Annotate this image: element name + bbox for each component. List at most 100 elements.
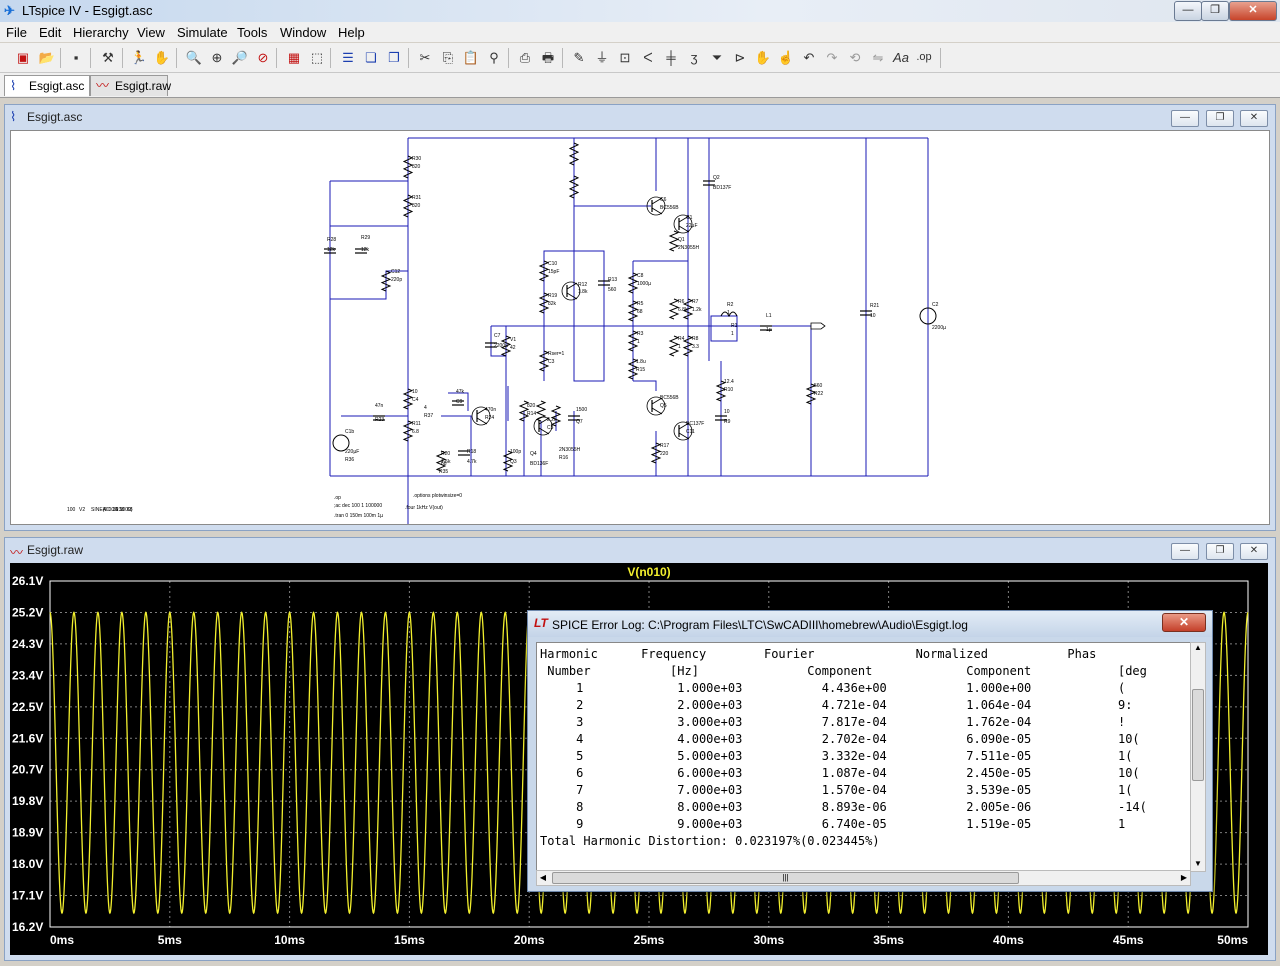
component-label: 1: [727, 310, 730, 316]
scroll-right-icon[interactable]: ▶: [1180, 873, 1188, 882]
print-icon[interactable]: 🖶: [541, 50, 555, 65]
zoom-in-icon[interactable]: 🔍: [185, 50, 203, 65]
ground-icon[interactable]: ⏚: [595, 50, 609, 65]
wire-icon[interactable]: ✎: [573, 50, 585, 65]
component-label: C7: [494, 333, 501, 339]
vertical-scroll-thumb[interactable]: [1192, 689, 1204, 781]
waveform-close-button[interactable]: ✕: [1240, 543, 1268, 560]
resistor-symbol: [568, 142, 580, 166]
zoom-fit-icon[interactable]: ⬚: [310, 50, 324, 65]
wire: [490, 326, 506, 357]
component-label: 68: [637, 309, 643, 315]
open-icon[interactable]: 📂: [38, 50, 56, 65]
y-tick-label: 18.0V: [12, 857, 43, 871]
resistor-icon[interactable]: ᐸ: [643, 50, 653, 65]
rotate-icon[interactable]: ⟲: [849, 50, 861, 65]
cascade-icon[interactable]: ❐: [388, 50, 400, 65]
menu-file[interactable]: File: [6, 25, 27, 40]
redo-icon[interactable]: ↷: [826, 50, 838, 65]
transistor-symbol: [651, 407, 663, 415]
wire: [633, 380, 657, 391]
waveform-icon: 〰: [10, 545, 24, 560]
component-label: 12k: [327, 247, 336, 253]
waveform-minimize-button[interactable]: —: [1171, 543, 1199, 560]
schematic-restore-button[interactable]: ❐: [1206, 110, 1234, 127]
copy-icon[interactable]: ⎘: [442, 50, 454, 65]
menu-hierarchy[interactable]: Hierarchy: [73, 25, 129, 40]
tile-vertical-icon[interactable]: ❏: [365, 50, 377, 65]
scroll-left-icon[interactable]: ◀: [539, 873, 547, 882]
component-label: 15pF: [548, 269, 559, 275]
save-icon[interactable]: ▪: [73, 50, 79, 65]
schematic-minimize-button[interactable]: —: [1171, 110, 1199, 127]
error-log-text[interactable]: Harmonic Frequency Fourier Normalized Ph…: [536, 642, 1191, 872]
cut-icon[interactable]: ✂: [419, 50, 431, 65]
close-button[interactable]: ✕: [1229, 1, 1277, 21]
run-icon[interactable]: 🏃: [130, 50, 148, 65]
wire: [448, 392, 469, 411]
zoom-cancel-icon[interactable]: ⊘: [257, 50, 269, 65]
schematic-window-title: Esgigt.asc: [27, 110, 83, 124]
inductor-symbol: [720, 311, 738, 318]
waveform-restore-button[interactable]: ❐: [1206, 543, 1234, 560]
component-label: 6.8: [412, 429, 419, 435]
menu-view[interactable]: View: [137, 25, 165, 40]
component-icon[interactable]: ⊳: [734, 50, 746, 65]
undo-icon[interactable]: ↶: [803, 50, 815, 65]
wire: [710, 315, 738, 342]
move-icon[interactable]: ✋: [754, 50, 772, 65]
vertical-scrollbar[interactable]: ▲ ▼: [1190, 642, 1206, 872]
minimize-button[interactable]: —: [1174, 1, 1202, 21]
schematic-close-button[interactable]: ✕: [1240, 110, 1268, 127]
transistor-symbol: [678, 432, 690, 440]
horizontal-scroll-thumb[interactable]: |||: [552, 872, 1019, 884]
component-label: 47n: [375, 403, 384, 409]
component-label: R3: [637, 331, 644, 337]
diode-icon[interactable]: ⏷: [711, 50, 723, 65]
x-tick-label: 5ms: [158, 933, 182, 947]
pan-icon[interactable]: ⊕: [211, 50, 223, 65]
menu-simulate[interactable]: Simulate: [177, 25, 228, 40]
tab-schematic[interactable]: ⌇ Esgigt.asc: [4, 75, 90, 96]
print-preview-icon[interactable]: ⎙: [519, 50, 531, 65]
find-icon[interactable]: ⚲: [489, 50, 499, 65]
control-panel-icon[interactable]: ⚒: [102, 50, 114, 65]
label-net-icon[interactable]: ⊡: [619, 50, 631, 65]
schematic-drawing[interactable]: R30820R31820R2812kR2912kC12220pC1015pFR1…: [11, 131, 1269, 524]
halt-icon[interactable]: ✋: [153, 50, 171, 65]
drag-icon[interactable]: ☝: [777, 50, 795, 65]
new-schematic-icon[interactable]: ▣: [16, 50, 30, 65]
tab-waveform[interactable]: 〰 Esgigt.raw: [90, 75, 171, 96]
inductor-icon[interactable]: ʒ: [690, 50, 698, 65]
menu-window[interactable]: Window: [280, 25, 327, 40]
component-label: 2.2k: [547, 417, 557, 423]
text-icon[interactable]: Aa: [893, 50, 909, 65]
spice-directive-icon[interactable]: .op: [916, 51, 932, 63]
autorange-icon[interactable]: ▦: [287, 50, 301, 65]
component-label: R15: [636, 367, 645, 373]
transistor-symbol: [476, 407, 488, 415]
error-log-close-button[interactable]: ✕: [1162, 613, 1206, 632]
transistor-symbol: [678, 225, 690, 233]
component-label: C8: [637, 273, 644, 279]
tile-horizontal-icon[interactable]: ☰: [342, 50, 354, 65]
component-label: Rser=1: [548, 351, 564, 357]
menu-tools[interactable]: Tools: [237, 25, 268, 40]
maximize-button[interactable]: ❐: [1201, 1, 1229, 21]
paste-icon[interactable]: 📋: [462, 50, 480, 65]
zoom-out-icon[interactable]: 🔎: [231, 50, 249, 65]
scroll-down-icon[interactable]: ▼: [1194, 859, 1202, 868]
component-label: R31: [412, 195, 421, 201]
menu-help[interactable]: Help: [338, 25, 365, 40]
mirror-icon[interactable]: ⇋: [872, 50, 884, 65]
component-label: 12.4: [724, 379, 734, 385]
menu-edit[interactable]: Edit: [39, 25, 62, 40]
capacitor-icon[interactable]: ╪: [666, 50, 676, 65]
horizontal-scrollbar[interactable]: ◀ ||| ▶: [536, 870, 1191, 886]
component-label: R16: [559, 455, 568, 461]
component-label: Q5: [660, 403, 667, 409]
scroll-up-icon[interactable]: ▲: [1194, 643, 1202, 652]
component-label: 470n: [485, 407, 496, 413]
